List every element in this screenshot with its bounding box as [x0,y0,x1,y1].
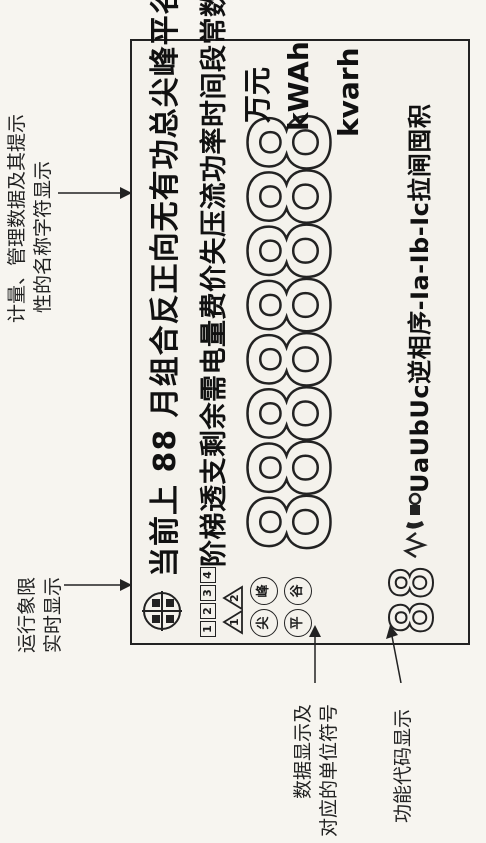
step-mark-2: 2 [228,594,241,602]
lcd-panel: 当前上 88 月组合反正向无有功总尖峰平谷请购电 阶梯透支剩余需电量费价失压流功… [130,0,470,645]
measure-arrow [58,187,132,199]
unit-note-line1: 数据显示及 [292,703,314,799]
step-triangle-2 [222,585,243,611]
function-note: 功能代码显示 [390,709,416,823]
unit-wanyuan: 万元 [241,66,274,123]
main-digits: 88888888 [226,120,357,556]
measure-note-line2: 性的名称字符显示 [32,160,54,313]
function-note-arrow [386,625,402,683]
lcd-bottom-row: UaUbUc逆相序-Ia-Ib-Ic拉闸囤积 [406,103,434,493]
unit-note: 数据显示及 对应的单位符号 [290,704,342,837]
tariff-box-3: 3 [200,585,216,601]
tariff-tag-jian: 尖 [250,609,278,637]
quadrant-note: 运行象限 实时显示 [14,577,66,653]
unit-kwah: kWAh [282,41,315,131]
quadrant-icon [142,591,182,631]
status-icons [403,492,428,559]
measure-note: 计量、管理数据及其提示 性的名称字符显示 [4,114,56,323]
lcd-row2: 阶梯透支剩余需电量费价失压流功率时间段常数 [199,0,230,567]
quadrant-note-line1: 运行象限 [16,576,38,653]
tariff-box-4: 4 [200,567,216,583]
digit-display: 88888888 [226,120,357,556]
unit-kvarh: kvarh [332,47,365,137]
measure-note-line1: 计量、管理数据及其提示 [6,113,28,323]
quadrant-note-line2: 实时显示 [42,576,64,653]
quadrant-arrow [64,579,132,591]
function-note-text: 功能代码显示 [392,708,414,823]
tariff-boxes: 1 2 3 4 [196,565,216,637]
unit-note-arrow [309,625,321,683]
tariff-box-1: 1 [200,621,216,637]
tariff-box-2: 2 [200,603,216,619]
step-triangle-1 [222,609,243,635]
tariff-tag-gu: 谷 [284,577,312,605]
tariff-tag-feng: 峰 [250,577,278,605]
unit-note-line2: 对应的单位符号 [318,703,340,837]
step-mark-1: 1 [228,618,241,626]
lcd-row1: 当前上 88 月组合反正向无有功总尖峰平谷请购电 [148,0,183,577]
